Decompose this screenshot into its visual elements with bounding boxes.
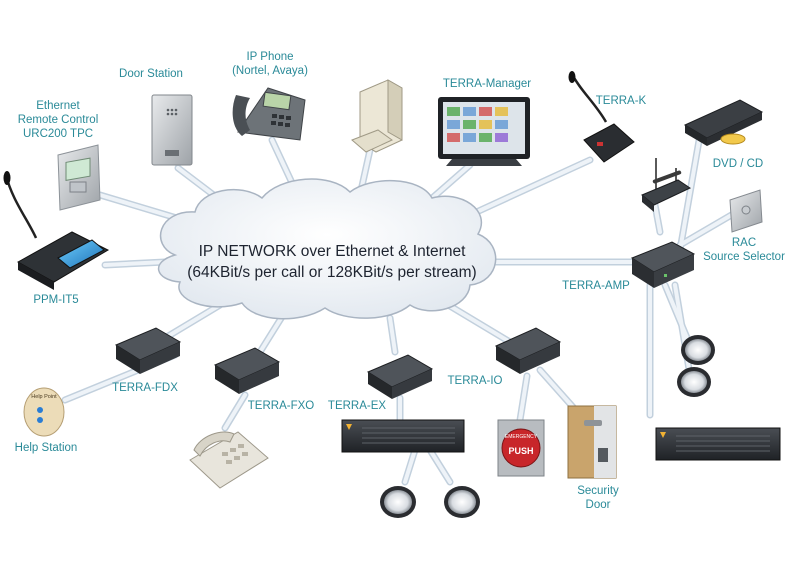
label-security: Security [577, 485, 619, 497]
help-point-text: Help Point [31, 394, 57, 400]
label-door: Door [586, 499, 611, 511]
cloud-title: IP NETWORK over Ethernet & Internet [199, 243, 466, 260]
ip-network-cloud: IP NETWORK over Ethernet & Internet (64K… [157, 178, 497, 320]
rac-source-selector [729, 189, 763, 233]
wireless-mic-receiver [641, 158, 692, 212]
terra-fxo-device [213, 347, 281, 394]
ppm-it5-console [3, 171, 110, 290]
network-links [61, 131, 744, 486]
ethernet-remote-control-device [57, 144, 101, 211]
server-device [351, 79, 403, 153]
label-terra-k: TERRA-K [596, 95, 647, 107]
push-text: PUSH [508, 446, 533, 456]
terra-io-device [494, 327, 562, 374]
label-source-selector: Source Selector [703, 251, 785, 263]
label-ethernet: Ethernet [36, 100, 80, 112]
terra-amp-device [630, 241, 696, 288]
dvd-cd-player [683, 99, 764, 146]
label-rac: RAC [732, 237, 756, 249]
label-help-station: Help Station [15, 442, 78, 454]
amplifier-rack-amp [655, 427, 781, 461]
label-dvd-cd: DVD / CD [713, 158, 763, 170]
terra-fdx-device [114, 327, 182, 374]
label-terra-fxo: TERRA-FXO [248, 400, 315, 412]
label-terra-manager: TERRA-Manager [443, 78, 531, 90]
label-urc200: URC200 TPC [23, 128, 93, 140]
amplifier-rack-ex [341, 419, 465, 453]
security-door-device [567, 405, 617, 479]
ceiling-speaker-3 [681, 335, 715, 365]
label-remote-control: Remote Control [18, 114, 99, 126]
analog-phone-device [189, 431, 269, 489]
help-station-device: Help Point [23, 387, 65, 437]
label-terra-ex: TERRA-EX [328, 400, 386, 412]
door-station-device [151, 94, 193, 166]
cloud-subtitle: (64KBit/s per call or 128KBit/s per stre… [187, 264, 476, 281]
label-terra-amp: TERRA-AMP [562, 280, 630, 292]
label-ip-phone: IP Phone [246, 51, 293, 63]
terra-ex-device [366, 354, 434, 399]
ceiling-speaker-2 [444, 486, 480, 518]
diagram-labels: Door Station IP Phone (Nortel, Avaya) TE… [15, 51, 785, 511]
ip-phone-device [232, 87, 306, 141]
label-terra-io: TERRA-IO [448, 375, 503, 387]
label-door-station: Door Station [119, 68, 183, 80]
label-terra-fdx: TERRA-FDX [112, 382, 178, 394]
terra-k-console [568, 71, 635, 163]
label-ip-phone-brands: (Nortel, Avaya) [232, 65, 308, 77]
emergency-push-button: EMERGENCY PUSH [497, 419, 545, 477]
label-ppm-it5: PPM-IT5 [33, 294, 78, 306]
emergency-text: EMERGENCY [505, 434, 538, 440]
terra-manager-monitor [438, 97, 530, 166]
ceiling-speaker-1 [380, 486, 416, 518]
ceiling-speaker-4 [677, 367, 711, 397]
